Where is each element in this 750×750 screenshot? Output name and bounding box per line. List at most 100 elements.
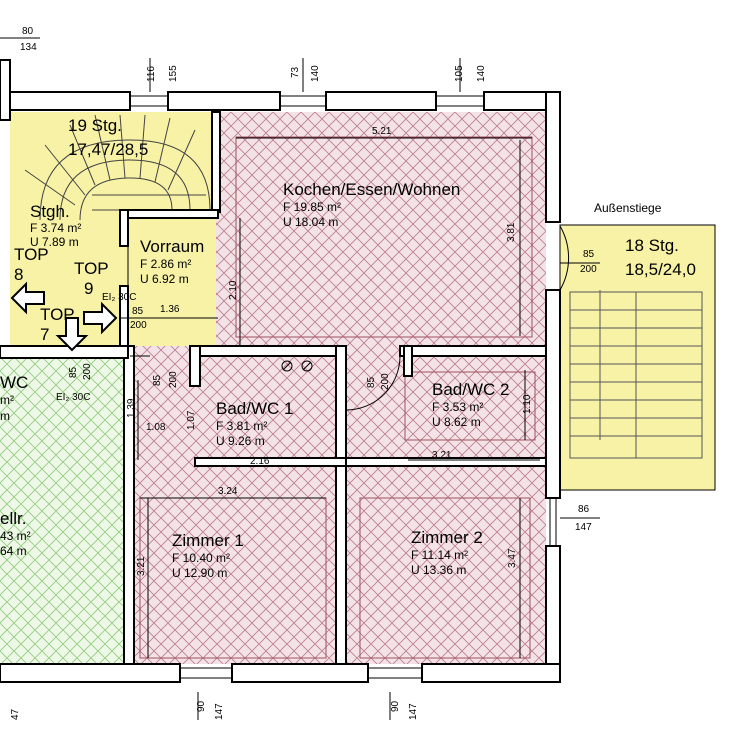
- arrow-down-icon: [55, 317, 89, 352]
- door-d-200: 200: [168, 371, 179, 388]
- walls: [0, 59, 561, 683]
- vorraum-name: Vorraum: [140, 237, 204, 256]
- spiral-stair: [24, 114, 211, 221]
- door-c-85: 85: [68, 366, 79, 378]
- top-arrows: [10, 281, 118, 352]
- dim-2-10: 2.10: [228, 280, 239, 300]
- dim-b47: 47: [10, 708, 21, 720]
- dimension-lines: [0, 37, 600, 720]
- dim-1-08: 1.08: [146, 422, 166, 433]
- corridor-area: [126, 346, 346, 464]
- stair-outer-title: Außenstiege: [594, 201, 662, 215]
- room-label-bad2: Bad/WC 2 F 3.53 m² U 8.62 m: [432, 380, 509, 429]
- room-label-zimmer2: Zimmer 2 F 11.14 m² U 13.36 m: [411, 528, 483, 577]
- vent-symbols: [281, 360, 313, 372]
- door-b-85: 85: [132, 306, 144, 317]
- room-label-stgh: Stgh. F 3.74 m² U 7.89 m: [30, 202, 81, 249]
- kochen-perimeter-text: U 18.04 m: [283, 215, 338, 229]
- room-label-bad1: Bad/WC 1 F 3.81 m² U 9.26 m: [216, 399, 293, 448]
- wc-left-name: WC: [0, 373, 28, 392]
- bad1-area-text: F 3.81 m²: [216, 419, 267, 433]
- outer-stair: [569, 290, 703, 459]
- dim-b147a: 147: [214, 703, 225, 720]
- wc-left-area-text: m²: [0, 393, 14, 407]
- top8-label: TOP: [14, 245, 49, 264]
- kellr-area-text: 43 m²: [0, 529, 31, 543]
- dim-b90b: 90: [390, 700, 401, 712]
- vorraum-perimeter-text: U 6.92 m: [140, 272, 189, 286]
- kochen-name: Kochen/Essen/Wohnen: [283, 180, 460, 199]
- left-green-area: [0, 358, 124, 664]
- dim-1-36: 1.36: [160, 304, 180, 315]
- door-e-85: 85: [366, 376, 377, 388]
- top7-label: TOP: [40, 305, 75, 324]
- bad2-area: [346, 346, 546, 464]
- dimension-texts: 5.21 3.81 2.10 1.36 1.39 1.08 1.07 2.16 …: [10, 26, 597, 720]
- dim-3-47: 3.47: [507, 548, 518, 568]
- dim-3-81: 3.81: [506, 222, 517, 242]
- stair-outer-count: 18 Stg.: [625, 236, 679, 255]
- bad2-perimeter-text: U 8.62 m: [432, 415, 481, 429]
- zimmer1-name: Zimmer 1: [172, 531, 244, 550]
- dim-w140a: 140: [310, 65, 321, 82]
- dim-w140b: 140: [476, 65, 487, 82]
- dim-top-134: 134: [20, 42, 37, 53]
- dim-w105: 105: [454, 65, 465, 82]
- dim-5-21: 5.21: [372, 126, 392, 137]
- door-b-200: 200: [130, 320, 147, 331]
- kellr-name: ellr.: [0, 509, 26, 528]
- zimmer2-name: Zimmer 2: [411, 528, 483, 547]
- door-e-200: 200: [380, 373, 391, 390]
- dim-1-10: 1.10: [522, 394, 533, 414]
- stair-inner-count: 19 Stg.: [68, 116, 122, 135]
- dim-3-21-left: 3.21: [136, 556, 147, 576]
- bad2-area-text: F 3.53 m²: [432, 400, 483, 414]
- kochen-area: [218, 112, 546, 348]
- bad1-perimeter-text: U 9.26 m: [216, 434, 265, 448]
- windows: [130, 95, 557, 679]
- zimmer1-area-text: F 10.40 m²: [172, 551, 230, 565]
- stair-inner-label: 19 Stg. 17,47/28,5: [68, 116, 148, 159]
- dim-2-16: 2.16: [250, 456, 270, 467]
- top7-number: 7: [40, 325, 49, 344]
- bad2-name: Bad/WC 2: [432, 380, 509, 399]
- door-a-200: 200: [580, 264, 597, 275]
- door-a-85: 85: [583, 249, 595, 260]
- room-label-kochen: Kochen/Essen/Wohnen F 19.85 m² U 18.04 m: [283, 180, 460, 229]
- ei-lower-marker: EI₂ 30C: [56, 392, 90, 403]
- arrow-left-icon: [10, 281, 45, 315]
- stgh-area-text: F 3.74 m²: [30, 221, 81, 235]
- room-label-wc-left: WC m² m: [0, 373, 28, 423]
- wc-left-perimeter-text: m: [0, 409, 10, 423]
- stair-outer-area: [559, 224, 716, 491]
- dim-1-39: 1.39: [126, 398, 137, 418]
- dim-w155: 155: [168, 65, 179, 82]
- stair-outer-label: Außenstiege 18 Stg. 18,5/24,0: [594, 201, 696, 279]
- top8-number: 8: [14, 265, 23, 284]
- zimmer2-area-text: F 11.14 m²: [411, 548, 468, 562]
- kellr-perimeter-text: 64 m: [0, 544, 27, 558]
- zimmer2-area: [344, 464, 546, 664]
- dim-w73: 73: [290, 66, 301, 78]
- stgh-name: Stgh.: [30, 202, 70, 221]
- dim-1-07: 1.07: [186, 410, 197, 430]
- win-147: 147: [575, 522, 592, 533]
- room-label-vorraum: Vorraum F 2.86 m² U 6.92 m: [140, 237, 204, 286]
- kochen-area-text: F 19.85 m²: [283, 200, 341, 214]
- room-label-zimmer1: Zimmer 1 F 10.40 m² U 12.90 m: [172, 531, 244, 580]
- dim-w116: 116: [146, 66, 157, 82]
- stair-inner-ratio: 17,47/28,5: [68, 140, 148, 159]
- zimmer2-perimeter-text: U 13.36 m: [411, 563, 466, 577]
- dim-b147b: 147: [408, 703, 419, 720]
- stgh-perimeter-text: U 7.89 m: [30, 235, 79, 249]
- top9-label: TOP: [74, 259, 109, 278]
- room-outlines: [139, 136, 536, 659]
- dim-3-24: 3.24: [218, 486, 238, 497]
- dim-top-80: 80: [22, 26, 34, 37]
- arrow-right-icon: [83, 301, 118, 335]
- door-d-85: 85: [152, 374, 163, 386]
- bad1-name: Bad/WC 1: [216, 399, 293, 418]
- vorraum-area-text: F 2.86 m²: [140, 257, 191, 271]
- door-c-200: 200: [82, 363, 93, 380]
